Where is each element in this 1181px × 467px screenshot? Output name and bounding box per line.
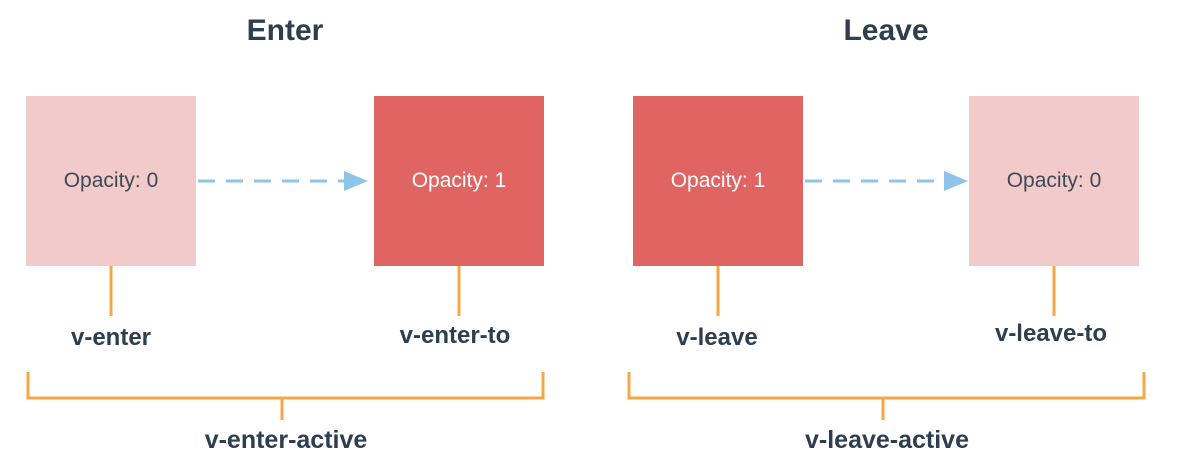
leave-transition-arrowhead [944,171,968,191]
enter-end-state-box: Opacity: 1 [374,96,544,266]
enter-transition-arrowhead [344,171,368,191]
v-leave-label: v-leave [676,324,758,351]
enter-start-state-text: Opacity: 0 [63,169,159,192]
v-leave-active-label: v-leave-active [804,426,969,454]
leave-end-state-box: Opacity: 0 [969,96,1139,266]
leave-heading: Leave [843,14,929,47]
enter-active-bracket [26,372,545,420]
leave-active-bracket [627,372,1146,420]
leave-start-state-box: Opacity: 1 [633,96,803,266]
v-enter-active-label: v-enter-active [204,426,368,454]
v-enter-to-label: v-enter-to [399,322,511,349]
leave-start-state-text: Opacity: 1 [670,169,766,192]
leave-end-state-text: Opacity: 0 [1006,169,1102,192]
v-enter-label: v-enter [70,324,152,351]
enter-start-state-box: Opacity: 0 [26,96,196,266]
enter-end-state-text: Opacity: 1 [411,169,507,192]
enter-heading: Enter [246,14,324,47]
v-leave-to-label: v-leave-to [994,320,1108,347]
